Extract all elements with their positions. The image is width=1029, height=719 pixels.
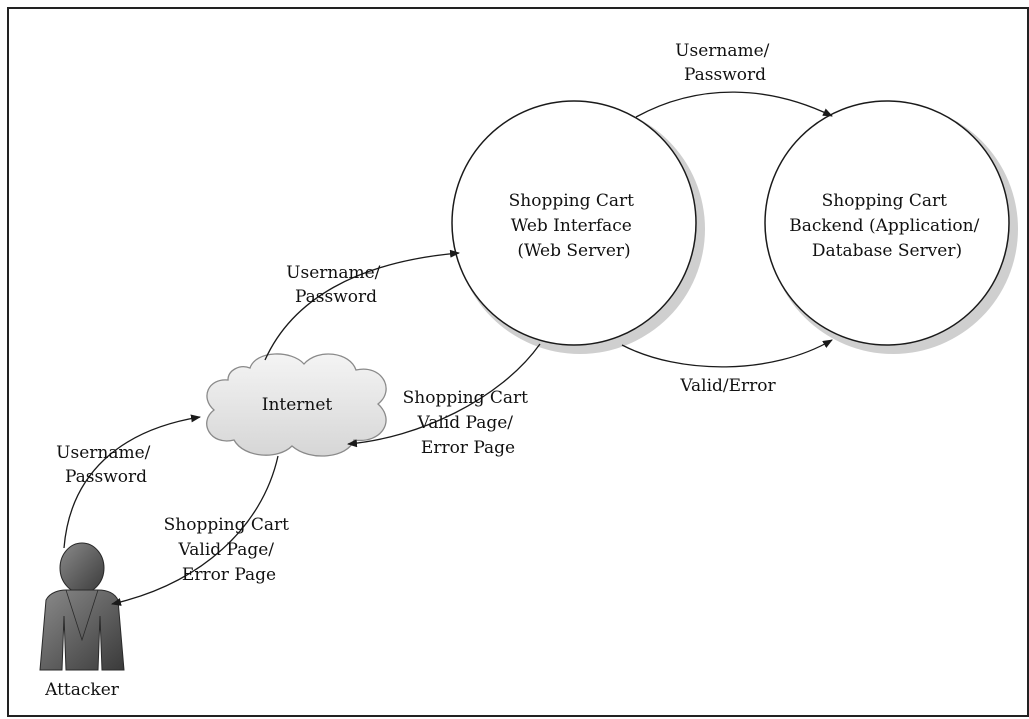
label-attacker-credentials-line-2: Password bbox=[65, 467, 147, 487]
internet-node: Internet bbox=[206, 353, 387, 457]
label-attacker-response-line-3: Error Page bbox=[182, 565, 276, 585]
label-attacker-credentials-line-1: Username/ bbox=[56, 443, 151, 463]
backend-label-line-1: Shopping Cart bbox=[822, 191, 948, 211]
label-top-credentials-line-2: Password bbox=[684, 65, 766, 85]
label-top-credentials: Username/ Password bbox=[675, 41, 775, 85]
cloud-icon bbox=[206, 353, 387, 457]
web-interface-label-line-2: Web Interface bbox=[511, 216, 632, 236]
label-web-credentials: Username/ Password bbox=[286, 263, 386, 307]
web-interface-node: Shopping Cart Web Interface (Web Server) bbox=[451, 100, 705, 354]
label-attacker-response: Shopping Cart Valid Page/ Error Page bbox=[164, 515, 295, 585]
label-backend-response: Valid/Error bbox=[679, 376, 776, 396]
web-interface-label: Shopping Cart Web Interface (Web Server) bbox=[509, 191, 640, 261]
label-web-response: Shopping Cart Valid Page/ Error Page bbox=[403, 388, 534, 458]
edge-web-to-internet-response bbox=[347, 343, 541, 448]
backend-label-line-3: Database Server) bbox=[812, 241, 962, 261]
label-web-response-line-2: Valid Page/ bbox=[417, 413, 514, 433]
person-icon bbox=[39, 542, 125, 671]
edge-internet-to-web-credentials bbox=[264, 249, 460, 361]
label-web-response-line-1: Shopping Cart bbox=[403, 388, 529, 408]
label-top-credentials-line-1: Username/ bbox=[675, 41, 770, 61]
web-interface-label-line-3: (Web Server) bbox=[517, 241, 630, 261]
label-attacker-response-line-2: Valid Page/ bbox=[178, 540, 275, 560]
backend-circle bbox=[764, 100, 1010, 346]
label-web-credentials-line-1: Username/ bbox=[286, 263, 381, 283]
label-web-response-line-3: Error Page bbox=[421, 438, 515, 458]
attacker-label: Attacker bbox=[44, 680, 120, 700]
edge-attacker-to-internet-credentials bbox=[63, 414, 201, 549]
backend-label-line-2: Backend (Application/ bbox=[789, 216, 979, 236]
label-web-credentials-line-2: Password bbox=[295, 287, 377, 307]
label-attacker-response-line-1: Shopping Cart bbox=[164, 515, 290, 535]
edge-web-to-backend-credentials bbox=[635, 91, 833, 118]
backend-label: Shopping Cart Backend (Application/ Data… bbox=[789, 191, 985, 261]
internet-label: Internet bbox=[262, 395, 333, 415]
web-interface-circle bbox=[451, 100, 697, 346]
edge-internet-to-attacker-response bbox=[111, 455, 279, 606]
label-attacker-credentials: Username/ Password bbox=[56, 443, 156, 487]
edge-web-to-backend-result bbox=[621, 339, 833, 368]
web-interface-label-line-1: Shopping Cart bbox=[509, 191, 635, 211]
attacker-node: Attacker bbox=[39, 542, 125, 700]
backend-node: Shopping Cart Backend (Application/ Data… bbox=[764, 100, 1018, 354]
